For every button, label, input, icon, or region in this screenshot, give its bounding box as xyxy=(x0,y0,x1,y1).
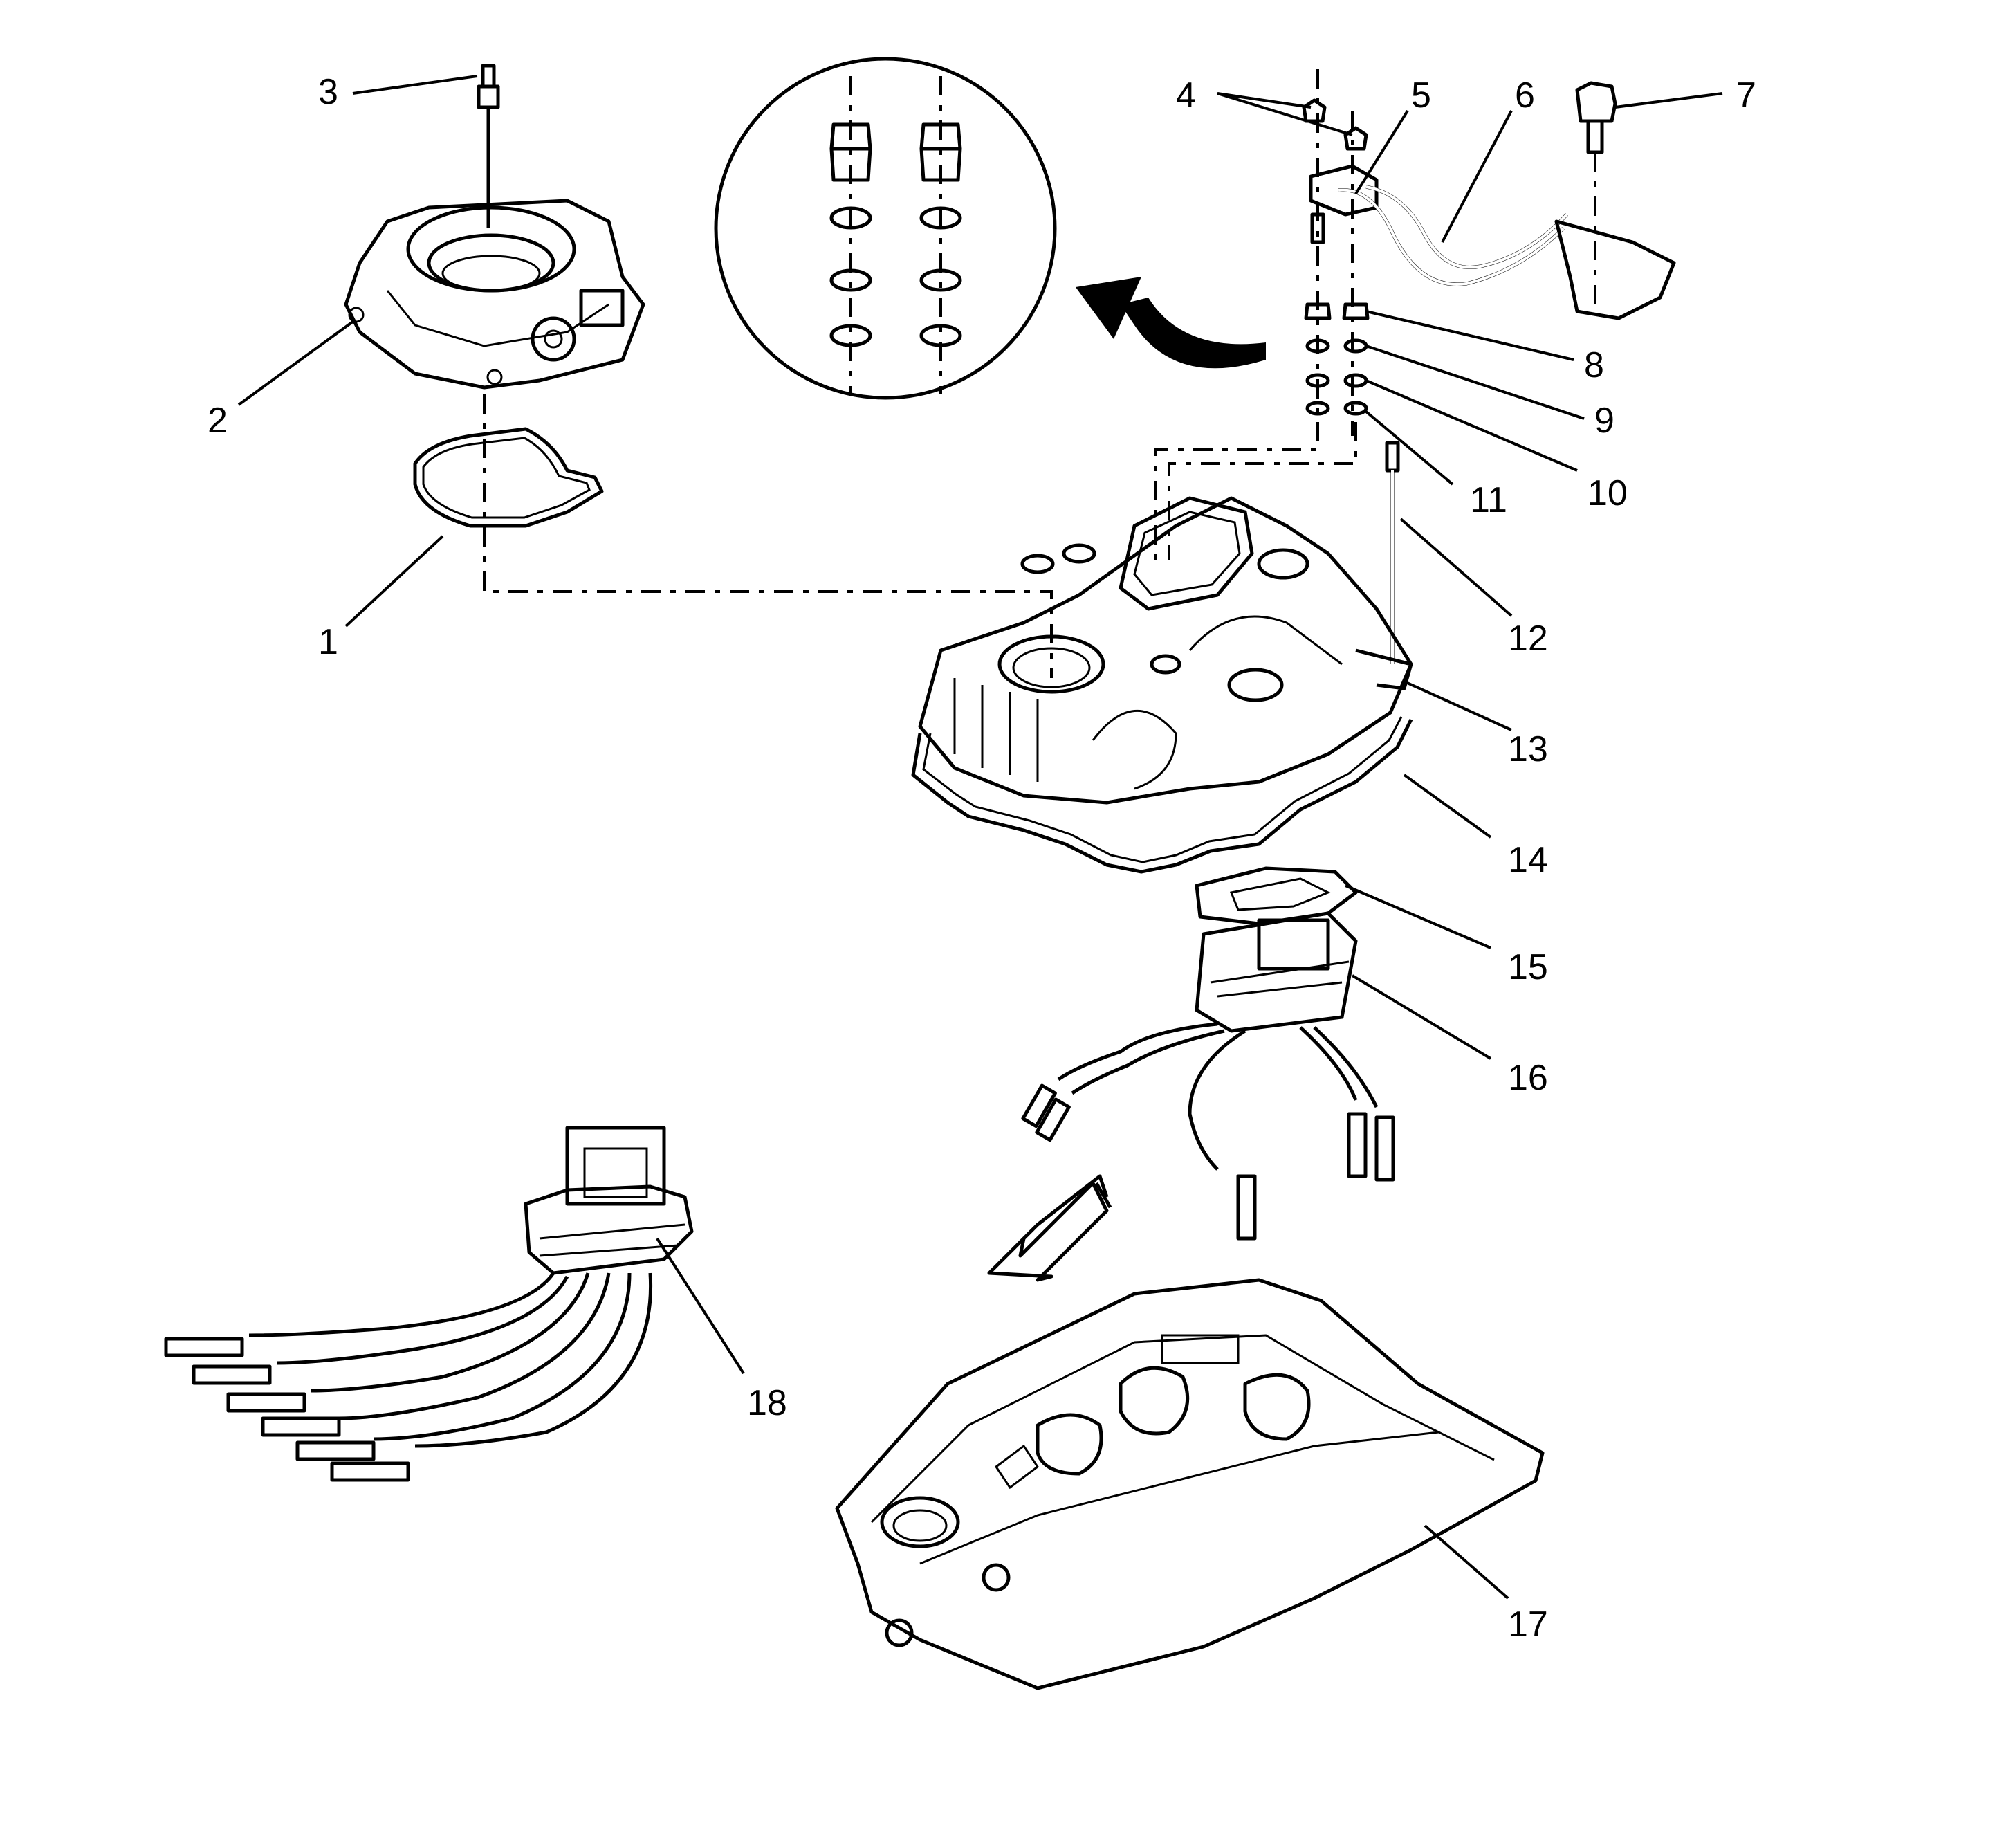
leader-17 xyxy=(1424,1524,1509,1600)
throttle-body-part-2 xyxy=(344,199,645,390)
callout-14: 14 xyxy=(1508,840,1548,880)
callout-8: 8 xyxy=(1584,345,1604,385)
leader-14 xyxy=(1403,774,1492,839)
leader-10 xyxy=(1365,379,1578,472)
gasket-part-1 xyxy=(413,427,604,528)
fastener-stack-parts-4-11 xyxy=(1302,69,1370,436)
upper-intake-plenum-part-13 xyxy=(918,496,1413,805)
alignment-line-throttle xyxy=(483,394,1053,678)
leader-5 xyxy=(1354,109,1409,195)
leader-7 xyxy=(1614,92,1723,109)
lower-intake-manifold-part-17 xyxy=(835,1278,1545,1690)
callout-17: 17 xyxy=(1508,1604,1548,1645)
leader-18 xyxy=(656,1237,745,1375)
fuel-line-part-6 xyxy=(1338,185,1676,320)
leader-4a xyxy=(1217,92,1312,109)
leader-9 xyxy=(1365,345,1585,420)
callout-7: 7 xyxy=(1736,75,1756,116)
leader-1 xyxy=(344,535,444,628)
callout-18: 18 xyxy=(747,1383,787,1423)
alignment-line-fasteners xyxy=(1154,422,1319,560)
callout-10: 10 xyxy=(1588,473,1628,513)
spark-plug-boot-2 xyxy=(1035,1097,1071,1142)
leader-15 xyxy=(1345,884,1491,949)
callout-4: 4 xyxy=(1176,75,1196,116)
callout-5: 5 xyxy=(1411,75,1431,116)
spark-plug-boot-set xyxy=(164,1337,410,1482)
callout-6: 6 xyxy=(1515,75,1535,116)
coil-assembly-part-16 xyxy=(1021,911,1395,1241)
leader-4b xyxy=(1217,92,1353,136)
callout-12: 12 xyxy=(1508,619,1548,659)
callout-16: 16 xyxy=(1508,1058,1548,1098)
leader-2 xyxy=(237,320,354,406)
leader-13 xyxy=(1404,680,1512,731)
spark-plug-boot-4 xyxy=(1347,1112,1395,1182)
curved-arrow-icon xyxy=(1076,277,1266,369)
callout-2: 2 xyxy=(208,401,228,441)
callout-labels: 3 2 1 4 5 6 7 8 9 10 11 12 13 14 15 16 1… xyxy=(208,72,1756,1645)
leader-lines xyxy=(237,75,1723,1600)
leader-12 xyxy=(1399,518,1513,617)
alignment-line-fasteners-2 xyxy=(1168,422,1357,560)
plenum-gasket-part-14 xyxy=(911,716,1413,874)
callout-3: 3 xyxy=(318,72,338,112)
gasket-part-15 xyxy=(1195,866,1358,926)
leader-16 xyxy=(1351,974,1492,1060)
callout-9: 9 xyxy=(1594,401,1614,441)
leader-8 xyxy=(1365,310,1574,361)
callout-13: 13 xyxy=(1508,729,1548,769)
callout-11: 11 xyxy=(1470,480,1507,520)
callout-1: 1 xyxy=(318,622,338,662)
spark-plug-boot-1 xyxy=(1021,1083,1057,1128)
leader-11 xyxy=(1365,410,1454,486)
leader-3 xyxy=(352,75,478,95)
spark-plug-boot-3 xyxy=(1236,1174,1257,1241)
leader-6 xyxy=(1441,110,1513,243)
bolt-part-7 xyxy=(1575,81,1617,304)
coil-assembly-part-18 xyxy=(164,1126,694,1482)
front-direction-arrow-icon xyxy=(987,1174,1112,1282)
callout-15: 15 xyxy=(1508,947,1548,987)
magnified-inset xyxy=(714,57,1057,400)
